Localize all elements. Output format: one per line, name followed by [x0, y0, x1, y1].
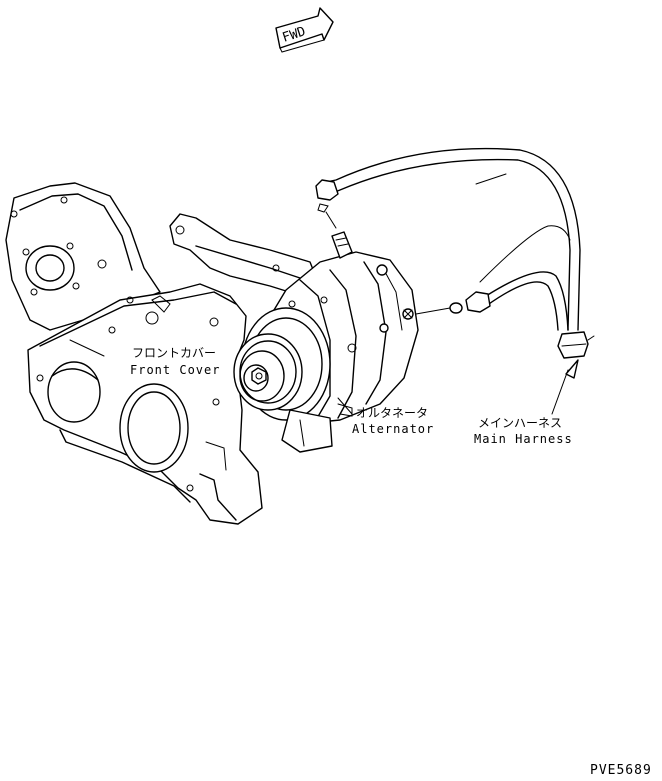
main-harness-label-jp: メインハーネス	[478, 416, 562, 430]
alternator-leader	[337, 397, 353, 415]
main-harness-label-en: Main Harness	[474, 432, 573, 446]
main-harness-drawing	[315, 147, 595, 415]
front-cover-label-en: Front Cover	[130, 363, 220, 377]
fwd-label: FWD	[281, 24, 308, 46]
alternator-drawing	[233, 231, 419, 453]
alternator-label-jp: オルタネータ	[356, 406, 428, 420]
alternator-label-en: Alternator	[352, 422, 434, 436]
drawing-code: PVE5689	[590, 763, 652, 778]
front-cover-drawing	[5, 182, 263, 525]
front-cover-label-jp: フロントカバー	[132, 346, 216, 360]
fwd-arrow-icon: FWD	[275, 7, 334, 53]
